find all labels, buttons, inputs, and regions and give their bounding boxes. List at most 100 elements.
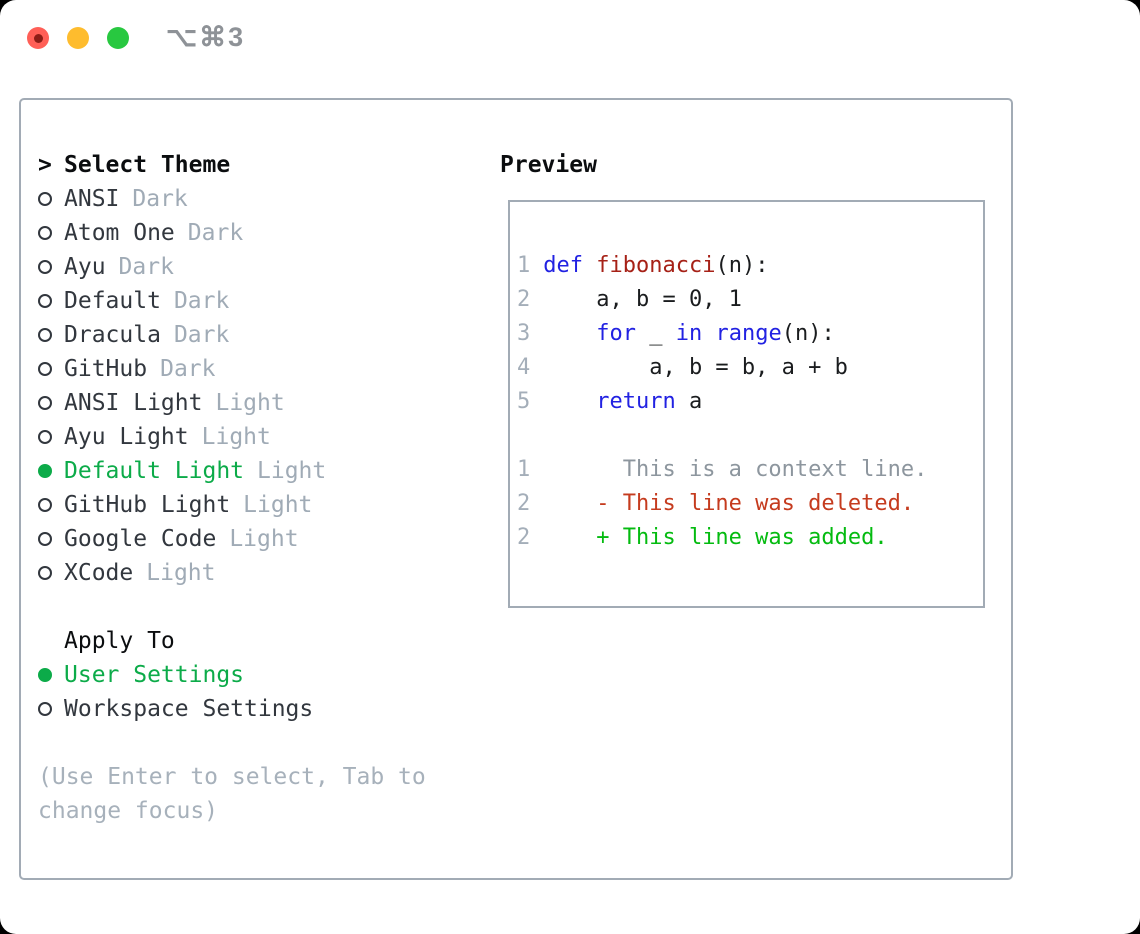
- preview-line: 5 return a: [517, 385, 983, 419]
- theme-name: Ayu: [64, 254, 106, 280]
- theme-variant-tag: Dark: [160, 356, 216, 382]
- theme-option-dracula[interactable]: Dracula Dark: [38, 318, 426, 352]
- theme-variant-tag: Dark: [173, 322, 230, 348]
- select-theme-header-row: > Select Theme: [38, 148, 426, 182]
- theme-name: Default: [64, 288, 161, 314]
- radio-marker: [38, 430, 64, 444]
- radio-marker: [38, 566, 64, 580]
- line-number: 2: [517, 525, 531, 550]
- traffic-lights: [27, 27, 129, 49]
- cursor-marker: >: [38, 148, 64, 182]
- preview-line: 4 a, b = b, a + b: [517, 351, 983, 385]
- radio-marker: [38, 498, 64, 512]
- theme-option-atom-one[interactable]: Atom One Dark: [38, 216, 426, 250]
- radio-marker: [38, 532, 64, 546]
- help-text-line: change focus): [38, 798, 219, 824]
- theme-name: Dracula: [64, 322, 161, 348]
- title-bar: ⌥⌘3: [0, 0, 1140, 76]
- theme-variant-tag: Light: [146, 560, 216, 586]
- radio-selected-icon: [38, 668, 52, 682]
- code-token-plain: (n):: [715, 253, 769, 278]
- radio-marker: [38, 362, 64, 376]
- apply-option-label: User Settings: [64, 662, 245, 688]
- theme-variant-tag: Light: [229, 526, 299, 552]
- radio-unselected-icon: [38, 362, 52, 376]
- preview-line: 1 This is a context line.: [517, 453, 983, 487]
- radio-marker: [38, 668, 64, 682]
- radio-marker: [38, 328, 64, 342]
- theme-name: Atom One: [64, 220, 175, 246]
- line-number: 1: [517, 253, 531, 278]
- radio-unselected-icon: [38, 430, 52, 444]
- apply-option-user-settings[interactable]: User Settings: [38, 658, 426, 692]
- preview-line: 2 - This line was deleted.: [517, 487, 983, 521]
- code-token-function: fibonacci: [596, 253, 716, 278]
- code-token-deleted: - This line was deleted.: [543, 491, 915, 516]
- theme-name: GitHub Light: [64, 492, 231, 518]
- preview-line: 3 for _ in range(n):: [517, 317, 983, 351]
- help-text-line: (Use Enter to select, Tab to: [38, 764, 426, 790]
- radio-marker: [38, 294, 64, 308]
- window-title: ⌥⌘3: [166, 22, 246, 52]
- apply-option-workspace-settings[interactable]: Workspace Settings: [38, 692, 426, 726]
- line-number: 2: [517, 287, 531, 312]
- radio-marker: [38, 396, 64, 410]
- code-token-keyword: in: [675, 321, 703, 346]
- code-token-keyword: return: [596, 389, 676, 414]
- theme-name: ANSI: [64, 186, 120, 212]
- theme-variant-tag: Light: [257, 458, 327, 484]
- code-token-plain: [702, 321, 715, 346]
- theme-variant-tag: Dark: [118, 254, 174, 280]
- theme-option-github[interactable]: GitHub Dark: [38, 352, 426, 386]
- preview-line: 2 a, b = 0, 1: [517, 283, 983, 317]
- radio-unselected-icon: [38, 192, 52, 206]
- code-token-plain: a, b = 0, 1: [543, 287, 742, 312]
- preview-title: Preview: [500, 152, 597, 178]
- code-token-context: This is a context line.: [543, 457, 928, 482]
- theme-variant-tag: Dark: [187, 220, 244, 246]
- theme-name: Google Code: [64, 526, 217, 552]
- theme-option-google-code[interactable]: Google Code Light: [38, 522, 426, 556]
- theme-name: Default Light: [64, 458, 245, 484]
- theme-variant-tag: Dark: [132, 186, 188, 212]
- radio-selected-icon: [38, 464, 52, 478]
- theme-variant-tag: Light: [215, 390, 285, 416]
- close-dot-icon: [33, 33, 43, 43]
- code-token-added: + This line was added.: [543, 525, 888, 550]
- line-number: 3: [517, 321, 531, 346]
- minimize-button[interactable]: [67, 27, 89, 49]
- radio-marker: [38, 260, 64, 274]
- theme-option-ansi[interactable]: ANSI Dark: [38, 182, 426, 216]
- zoom-button[interactable]: [107, 27, 129, 49]
- radio-marker: [38, 464, 64, 478]
- theme-option-default-light[interactable]: Default Light Light: [38, 454, 426, 488]
- theme-option-ayu[interactable]: Ayu Dark: [38, 250, 426, 284]
- close-button[interactable]: [27, 27, 49, 49]
- code-token-plain: (n):: [781, 321, 835, 346]
- radio-marker: [38, 226, 64, 240]
- radio-unselected-icon: [38, 226, 52, 240]
- radio-marker: [38, 702, 64, 716]
- select-theme-title: Select Theme: [64, 152, 231, 178]
- code-token-plain: _: [635, 321, 676, 346]
- radio-unselected-icon: [38, 294, 52, 308]
- line-number: 2: [517, 491, 531, 516]
- preview-line: 2 + This line was added.: [517, 521, 983, 555]
- radio-unselected-icon: [38, 328, 52, 342]
- radio-unselected-icon: [38, 702, 52, 716]
- theme-name: GitHub: [64, 356, 148, 382]
- code-token-plain: a, b = b, a + b: [543, 355, 848, 380]
- code-token-plain: [543, 321, 596, 346]
- radio-marker: [38, 192, 64, 206]
- code-token-plain: a: [675, 389, 703, 414]
